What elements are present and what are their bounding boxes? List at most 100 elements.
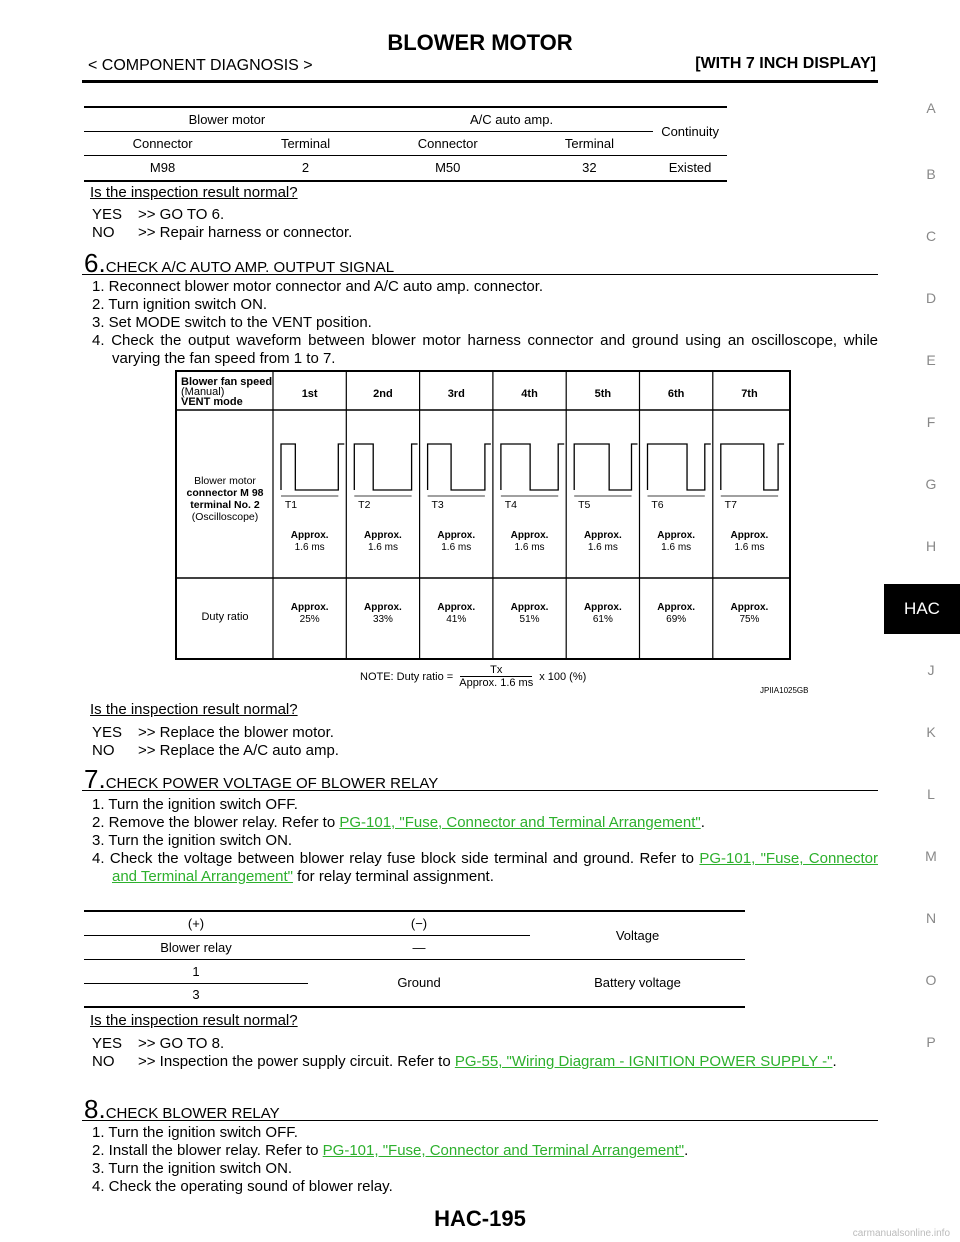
side-index-b[interactable]: B (926, 166, 936, 182)
step-number: 7. (84, 764, 106, 794)
table-cell: 2 (241, 155, 370, 182)
period-label: T6 (651, 499, 663, 511)
duty-value: 51% (520, 614, 540, 625)
side-index-n[interactable]: N (925, 910, 937, 926)
row-label: connector M 98 (186, 487, 263, 499)
th-dash: — (308, 935, 530, 960)
section-label: < COMPONENT DIAGNOSIS > (88, 57, 313, 74)
item-text: 4. Check the voltage between blower rela… (92, 850, 700, 867)
approx-label: Approx. (291, 602, 329, 613)
side-index-d[interactable]: D (925, 290, 937, 306)
side-index-p[interactable]: P (926, 1034, 936, 1050)
list-item: 2. Install the blower relay. Refer to PG… (92, 1142, 878, 1160)
duty-value: 69% (666, 614, 686, 625)
list-item: 1. Reconnect blower motor connector and … (92, 278, 544, 295)
page-number: HAC-195 (434, 1206, 526, 1231)
list-item: 4. Check the operating sound of blower r… (92, 1178, 393, 1195)
note-denominator: Approx. 1.6 ms (459, 677, 534, 689)
side-index-e[interactable]: E (926, 352, 936, 368)
no-key: NO (92, 1053, 115, 1070)
approx-label: Approx. (437, 602, 475, 613)
answer-block: YES>> GO TO 8. NO>> Inspection the power… (92, 1035, 878, 1071)
approx-label: Approx. (584, 602, 622, 613)
header-label: Blower fan speed (181, 376, 272, 388)
item-text: . (832, 1053, 837, 1070)
approx-label: Approx. (657, 530, 695, 541)
period-value: 1.6 ms (368, 542, 398, 553)
no-key: NO (92, 224, 115, 241)
period-label: T3 (431, 499, 443, 511)
approx-label: Approx. (584, 530, 622, 541)
th-connector: Connector (84, 131, 242, 156)
step-8-list: 1. Turn the ignition switch OFF. 2. Inst… (92, 1124, 878, 1196)
waveform-trace (280, 443, 345, 491)
period-value: 1.6 ms (588, 542, 618, 553)
th-continuity: Continuity (653, 107, 727, 156)
step-title: CHECK BLOWER RELAY (105, 1105, 280, 1122)
side-index-hac[interactable]: HAC (884, 584, 960, 634)
side-index-l[interactable]: L (927, 786, 935, 802)
approx-label: Approx. (511, 602, 549, 613)
pg-101-link[interactable]: PG-101, "Fuse, Connector and Terminal Ar… (322, 1142, 685, 1159)
row-label: terminal No. 2 (190, 499, 260, 511)
th-ac-auto-amp: A/C auto amp. (369, 107, 654, 132)
pg-55-link[interactable]: PG-55, "Wiring Diagram - IGNITION POWER … (454, 1053, 833, 1070)
duty-value: 25% (300, 614, 320, 625)
table-cell: 3 (84, 983, 308, 1008)
yes-key: YES (92, 724, 123, 741)
watermark: carmanualsonline.info (852, 1228, 950, 1239)
page-title: BLOWER MOTOR (387, 30, 573, 55)
continuity-table: Blower motor A/C auto amp. Continuity Co… (84, 106, 727, 182)
approx-label: Approx. (657, 602, 695, 613)
waveform-trace (646, 443, 711, 491)
note-fraction: Tx Approx. 1.6 ms (459, 664, 533, 689)
waveform-trace (720, 443, 785, 491)
side-index-g[interactable]: G (925, 476, 937, 492)
yes-text: >> Replace the blower motor. (138, 724, 334, 741)
side-index-k[interactable]: K (926, 724, 936, 740)
no-text: >> Inspection the power supply circuit. … (138, 1053, 878, 1071)
pg-101-link[interactable]: PG-101, "Fuse, Connector and Terminal Ar… (339, 814, 701, 831)
speed-label: 4th (521, 388, 538, 400)
side-index-a[interactable]: A (926, 100, 936, 116)
step-8-heading: 8.CHECK BLOWER RELAY (84, 1094, 280, 1125)
side-index-m[interactable]: M (925, 848, 937, 864)
row-label: Blower motor (194, 475, 256, 487)
no-key: NO (92, 742, 115, 759)
side-index-o[interactable]: O (925, 972, 937, 988)
step-number: 6. (84, 248, 106, 278)
inspection-question: Is the inspection result normal? (90, 701, 298, 718)
side-index-c[interactable]: C (925, 228, 937, 244)
item-text: 2. Remove the blower relay. Refer to (92, 814, 340, 831)
header-label: (Manual) (181, 386, 224, 398)
approx-label: Approx. (364, 602, 402, 613)
approx-label: Approx. (291, 530, 329, 541)
th-plus: (+) (84, 911, 308, 936)
no-text: >> Replace the A/C auto amp. (138, 742, 339, 759)
table-cell: 1 (84, 959, 308, 984)
duty-label: Duty ratio (201, 611, 248, 623)
waveform-trace (353, 443, 418, 491)
side-index-j[interactable]: J (927, 662, 935, 678)
table-cell: Battery voltage (530, 959, 745, 1008)
table-cell: M98 (84, 155, 242, 182)
side-index-h[interactable]: H (925, 538, 937, 554)
voltage-table: (+) (−) Voltage Blower relay — 1 Ground … (84, 910, 745, 1008)
side-index-f[interactable]: F (926, 414, 936, 430)
pg-101-link[interactable]: PG-101, "Fuse, Connector and Terminal Ar… (112, 850, 879, 885)
note-prefix: NOTE: Duty ratio = (360, 670, 454, 683)
approx-label: Approx. (731, 602, 769, 613)
th-terminal: Terminal (241, 131, 370, 156)
duty-value: 75% (739, 614, 759, 625)
duty-value: 61% (593, 614, 613, 625)
waveform-trace (500, 443, 565, 491)
period-label: T4 (505, 499, 517, 511)
item-text: . (700, 814, 705, 831)
period-label: T1 (285, 499, 297, 511)
approx-label: Approx. (511, 530, 549, 541)
th-minus: (−) (308, 911, 530, 936)
list-item: 1. Turn the ignition switch OFF. (92, 1124, 298, 1141)
yes-text: >> GO TO 6. (138, 206, 225, 223)
